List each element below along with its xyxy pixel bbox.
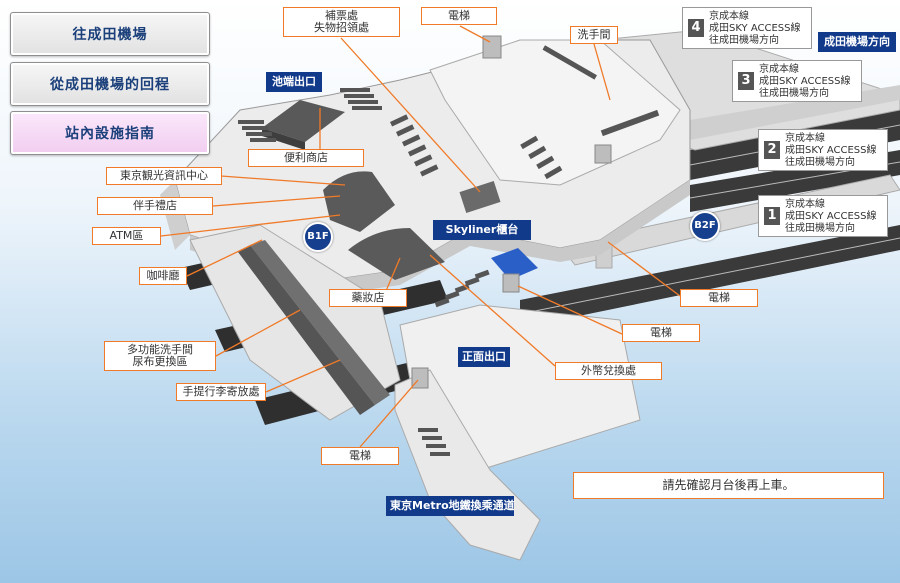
platform-2-number: 2 bbox=[764, 141, 780, 159]
shop-blocks bbox=[262, 100, 538, 280]
nav-to-narita-button[interactable]: 往成田機場 bbox=[10, 12, 210, 56]
platform-4-callout: 4 京成本線 成田SKY ACCESS線 往成田機場方向 bbox=[682, 7, 812, 49]
elevator-label-center: 電梯 bbox=[622, 324, 700, 342]
luggage-label: 手提行李寄放處 bbox=[176, 383, 266, 401]
metro-transfer-label: 東京Metro地鐵換乘通道 bbox=[386, 496, 515, 516]
platform-2-text: 京成本線 成田SKY ACCESS線 往成田機場方向 bbox=[785, 133, 877, 168]
b1f-badge: B1F bbox=[303, 222, 333, 252]
elevator-label-top: 電梯 bbox=[421, 7, 497, 25]
platform-4-number: 4 bbox=[688, 19, 704, 37]
nav-station-guide-button[interactable]: 站內設施指南 bbox=[10, 111, 210, 155]
platform-1-text: 京成本線 成田SKY ACCESS線 往成田機場方向 bbox=[785, 199, 877, 234]
platform-1-callout: 1 京成本線 成田SKY ACCESS線 往成田機場方向 bbox=[758, 195, 888, 237]
b2f-badge: B2F bbox=[690, 211, 720, 241]
front-exit-label: 正面出口 bbox=[458, 347, 510, 367]
restroom-label: 洗手間 bbox=[570, 26, 618, 44]
leader-lines bbox=[160, 25, 681, 448]
platform-3-callout: 3 京成本線 成田SKY ACCESS線 往成田機場方向 bbox=[732, 60, 862, 102]
elevator-label-bottom: 電梯 bbox=[321, 447, 399, 465]
platform-3-number: 3 bbox=[738, 72, 754, 90]
narita-direction-label: 成田機場方向 bbox=[818, 32, 896, 52]
skyliner-counter-label: Skyliner櫃台 bbox=[433, 220, 531, 240]
ikebata-exit-label: 池端出口 bbox=[266, 72, 322, 92]
multi-restroom-label: 多功能洗手間 尿布更換區 bbox=[104, 341, 216, 371]
notice-label: 請先確認月台後再上車。 bbox=[573, 472, 884, 499]
nav-from-narita-button[interactable]: 從成田機場的回程 bbox=[10, 62, 210, 106]
tourist-info-label: 東京観光資訊中心 bbox=[106, 167, 222, 185]
stairs bbox=[238, 45, 660, 456]
currency-exchange-label: 外幣兌換處 bbox=[555, 362, 662, 380]
platform-2-callout: 2 京成本線 成田SKY ACCESS線 往成田機場方向 bbox=[758, 129, 888, 171]
elevator-shafts bbox=[411, 35, 612, 389]
platform-1-number: 1 bbox=[764, 207, 780, 225]
ticket-office-label: 補票處 失物招領處 bbox=[283, 7, 400, 37]
convenience-store-label: 便利商店 bbox=[248, 149, 364, 167]
atm-label: ATM區 bbox=[92, 227, 161, 245]
souvenir-label: 伴手禮店 bbox=[97, 197, 213, 215]
platform-3-text: 京成本線 成田SKY ACCESS線 往成田機場方向 bbox=[759, 64, 851, 99]
elevator-label-right: 電梯 bbox=[680, 289, 758, 307]
platform-4-text: 京成本線 成田SKY ACCESS線 往成田機場方向 bbox=[709, 11, 801, 46]
pharmacy-label: 藥妝店 bbox=[329, 289, 407, 307]
cafe-label: 咖啡廳 bbox=[139, 267, 187, 285]
